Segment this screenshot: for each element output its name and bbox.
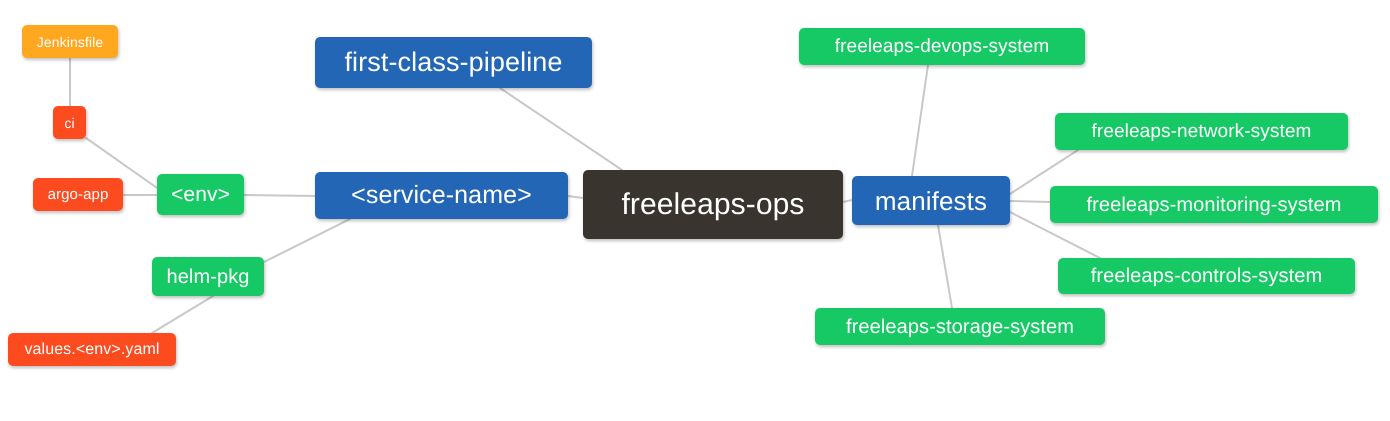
mindmap-node-controls-sys[interactable]: freeleaps-controls-system: [1058, 258, 1355, 294]
mindmap-node-network-sys[interactable]: freeleaps-network-system: [1055, 113, 1348, 150]
mindmap-node-helm-pkg[interactable]: helm-pkg: [152, 257, 264, 296]
edge-values-yaml-to-helm-pkg: [151, 295, 214, 334]
node-label: helm-pkg: [166, 265, 250, 288]
mindmap-node-argo-app[interactable]: argo-app: [33, 178, 123, 211]
node-label: freeleaps-monitoring-system: [1086, 193, 1342, 216]
node-label: freeleaps-devops-system: [834, 36, 1050, 57]
node-label: freeleaps-ops: [621, 187, 805, 221]
edge-manifests-to-devops-sys: [911, 64, 929, 177]
node-label: Jenkinsfile: [36, 33, 104, 50]
node-label: ci: [64, 114, 75, 131]
mindmap-node-jenkinsfile[interactable]: Jenkinsfile: [22, 25, 118, 58]
edge-root-to-manifests: [842, 199, 853, 203]
node-label: values.<env>.yaml: [24, 340, 160, 358]
node-label: argo-app: [47, 186, 109, 203]
mindmap-node-storage-sys[interactable]: freeleaps-storage-system: [815, 308, 1105, 345]
node-label: manifests: [874, 185, 988, 216]
mindmap-node-root[interactable]: freeleaps-ops: [583, 170, 843, 239]
mindmap-node-ci[interactable]: ci: [53, 106, 86, 139]
edge-first-class-to-root: [499, 87, 623, 171]
edge-env-to-service-name: [243, 194, 316, 197]
mindmap-node-devops-sys[interactable]: freeleaps-devops-system: [799, 28, 1085, 65]
mindmap-node-service-name[interactable]: <service-name>: [315, 172, 568, 219]
edge-manifests-to-storage-sys: [937, 224, 953, 309]
node-label: freeleaps-storage-system: [845, 315, 1075, 338]
node-label: first-class-pipeline: [344, 47, 563, 77]
node-label: <env>: [171, 183, 230, 206]
node-label: freeleaps-network-system: [1091, 121, 1312, 142]
mindmap-node-manifests[interactable]: manifests: [852, 176, 1010, 225]
node-label: freeleaps-controls-system: [1090, 265, 1323, 287]
node-label: <service-name>: [351, 181, 532, 209]
edge-helm-pkg-to-service-name: [263, 218, 351, 263]
mindmap-node-first-class[interactable]: first-class-pipeline: [315, 37, 592, 88]
mindmap-node-env[interactable]: <env>: [157, 174, 244, 215]
edge-service-name-to-root: [567, 195, 584, 199]
edge-manifests-to-monitoring-sys: [1009, 200, 1051, 203]
mindmap-node-monitoring-sys[interactable]: freeleaps-monitoring-system: [1050, 186, 1378, 223]
mindmap-node-values-yaml[interactable]: values.<env>.yaml: [8, 333, 176, 366]
